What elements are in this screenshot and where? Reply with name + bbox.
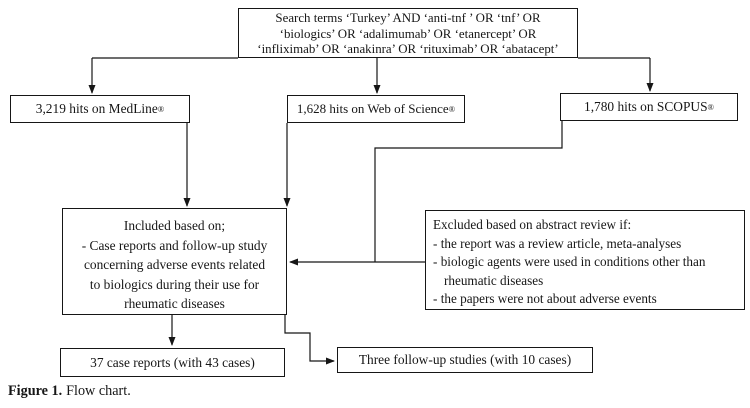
case-reports-result-label: 37 case reports (with 43 cases) [90,354,255,370]
included-criteria-line: concerning adverse events related [83,257,266,272]
included-criteria-line: Included based on; [123,218,226,233]
excluded-criteria-line: - biologic agents were used in condition… [433,254,706,270]
excluded-criteria-line: rheumatic diseases [444,272,544,288]
search-terms-box: Search terms ‘Turkey’ AND ‘anti-tnf ’ OR… [238,8,578,58]
case-reports-result-box: 37 case reports (with 43 cases) [60,348,285,377]
excluded-criteria-line: - the papers were not about adverse even… [433,291,657,307]
excluded-criteria-box: Excluded based on abstract review if: - … [425,210,745,310]
web-of-science-hits-label: 1,628 hits on Web of Science [296,101,449,116]
included-criteria-line: to biologics during their use for [89,276,260,292]
excluded-criteria-line: - the report was a review article, meta-… [433,235,682,251]
follow-up-studies-result-box: Three follow-up studies (with 10 cases) [337,347,593,373]
included-criteria-line: rheumatic diseases [124,296,225,311]
arrow-included-to-follow-up [284,315,335,365]
search-terms-line: Search terms ‘Turkey’ AND ‘anti-tnf ’ OR… [275,11,541,25]
figure-caption-text: Flow chart. [66,383,131,399]
scopus-hits-label: 1,780 hits on SCOPUS [584,99,708,114]
medline-hits-label: 3,219 hits on MedLine [35,101,158,116]
follow-up-studies-result-label: Three follow-up studies (with 10 cases) [358,352,572,367]
medline-hits-box: 3,219 hits on MedLine® [10,95,190,123]
scopus-hits-box: 1,780 hits on SCOPUS® [560,93,738,121]
excluded-criteria-line: Excluded based on abstract review if: [433,217,632,232]
search-terms-line: ‘biologics’ OR ‘adalimumab’ OR ‘etanerce… [279,26,537,41]
figure-caption: Figure 1.Flow chart. [8,383,131,400]
search-terms-line: ‘infliximab’ OR ‘anakinra’ OR ‘rituximab… [257,42,559,57]
web-of-science-hits-box: 1,628 hits on Web of Science® [287,95,465,123]
included-criteria-box: Included based on; - Case reports and fo… [62,208,287,315]
figure-caption-label: Figure 1. [8,383,63,399]
included-criteria-line: - Case reports and follow-up study [81,237,268,253]
